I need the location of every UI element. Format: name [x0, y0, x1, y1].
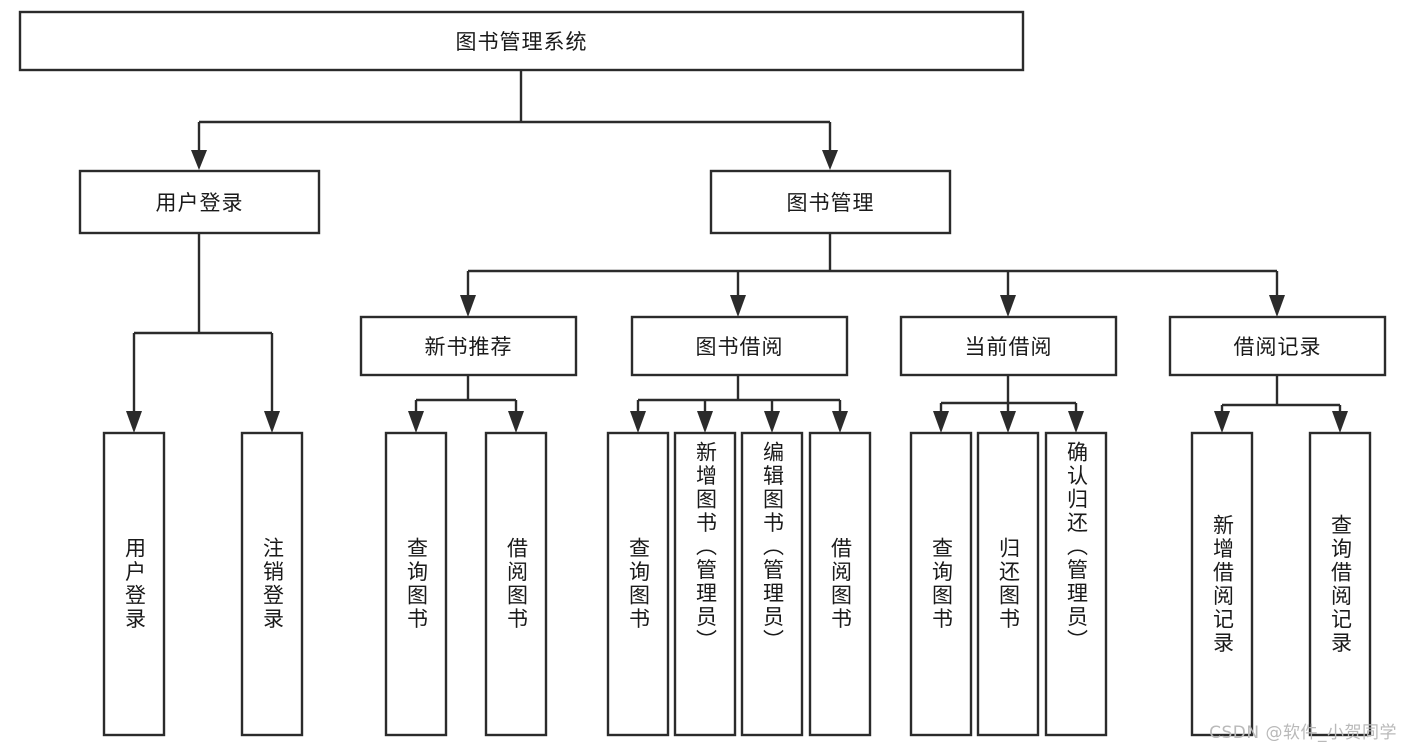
connector-root-to-level2: [191, 70, 838, 170]
node-box-current-borrow[interactable]: [899, 315, 1118, 377]
connector-bookborrow-to-leaves: [630, 375, 848, 433]
connector-currentborrow-to-leaves: [933, 375, 1084, 433]
node-box-borrow-record[interactable]: [1168, 315, 1387, 377]
node-box-user-login[interactable]: [78, 169, 321, 235]
node-box-leaf-add-record[interactable]: [1190, 431, 1254, 737]
connector-userlogin-to-leaves: [126, 233, 280, 433]
node-box-book-borrow[interactable]: [630, 315, 849, 377]
node-box-book-manage[interactable]: [709, 169, 952, 235]
node-box-leaf-confirm-return[interactable]: [1044, 431, 1108, 737]
node-box-leaf-query-book-1[interactable]: [384, 431, 448, 737]
node-box-leaf-user-login[interactable]: [102, 431, 166, 737]
csdn-watermark: CSDN @软件_小贺同学: [1209, 723, 1397, 743]
node-box-new-book-rec[interactable]: [359, 315, 578, 377]
node-box-leaf-query-record[interactable]: [1308, 431, 1372, 737]
node-box-leaf-borrow-book-1[interactable]: [484, 431, 548, 737]
node-box-root[interactable]: [18, 10, 1025, 72]
node-box-leaf-query-book-3[interactable]: [909, 431, 973, 737]
node-box-leaf-logout-login[interactable]: [240, 431, 304, 737]
node-box-leaf-borrow-book-2[interactable]: [808, 431, 872, 737]
node-box-leaf-return-book[interactable]: [976, 431, 1040, 737]
node-box-leaf-edit-book[interactable]: [740, 431, 804, 737]
connector-newbook-to-leaves: [408, 375, 524, 433]
connector-borrowrecord-to-leaves: [1214, 375, 1348, 433]
connector-bookmanage-to-level3: [460, 233, 1285, 317]
node-box-leaf-query-book-2[interactable]: [606, 431, 670, 737]
node-box-leaf-add-book[interactable]: [673, 431, 737, 737]
